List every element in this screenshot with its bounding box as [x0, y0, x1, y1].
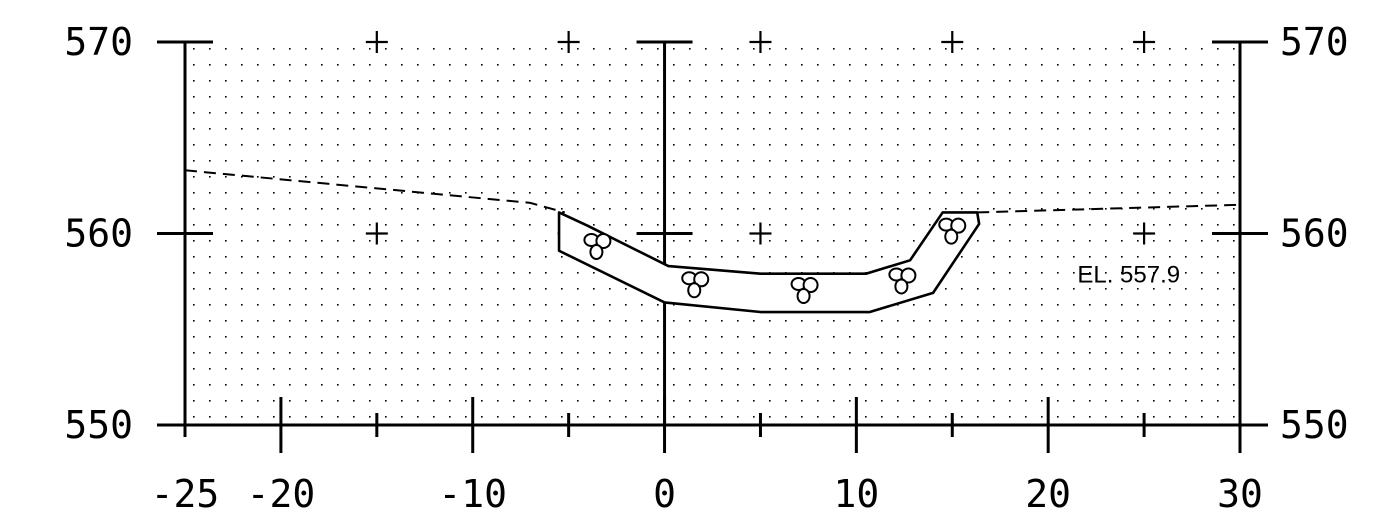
- x-tick-label: 20: [1025, 472, 1071, 516]
- ground-line-right: [977, 203, 1241, 214]
- grid-cross: [1133, 222, 1156, 245]
- grid-cross: [941, 31, 964, 53]
- rock: [900, 267, 917, 284]
- y-tick-label-left: 570: [64, 20, 133, 64]
- rock: [796, 288, 811, 305]
- rock: [894, 278, 909, 295]
- elevation-annotation: EL. 557.9: [1077, 262, 1180, 289]
- y-tick-label-right: 560: [1280, 212, 1349, 256]
- tick-labels: -25 -20 -10 0 10 20 30 550 550 560 560 570 570: [64, 20, 1348, 516]
- rock: [687, 282, 702, 299]
- rock: [595, 232, 612, 249]
- grid-cross: [365, 222, 388, 245]
- x-tick-label: 0: [653, 472, 676, 516]
- grid-cross: [749, 222, 772, 245]
- rock: [944, 228, 959, 245]
- y-tick-label-left: 550: [64, 403, 133, 447]
- riprap-layer-outline: [557, 211, 981, 314]
- y-tick-label-left: 560: [64, 212, 133, 256]
- y-tick-label-right: 570: [1280, 20, 1349, 64]
- grid-cross: [557, 31, 580, 53]
- x-tick-label: -20: [247, 472, 316, 516]
- rock: [693, 271, 710, 288]
- grid-cross: [749, 31, 772, 53]
- x-tick-label: -10: [438, 472, 507, 516]
- rock-cluster: [938, 217, 967, 245]
- grid-cross: [1133, 31, 1156, 53]
- x-tick-label: -25: [151, 472, 220, 516]
- rock: [589, 243, 604, 260]
- y-tick-label-right: 550: [1280, 403, 1349, 447]
- rock-cluster: [888, 267, 917, 295]
- rock: [802, 277, 819, 294]
- x-tick-label: 10: [833, 472, 879, 516]
- rock-cluster: [790, 277, 819, 305]
- ground-profile: [184, 169, 1241, 214]
- x-tick-label: 30: [1217, 472, 1263, 516]
- riprap-symbols: [583, 217, 967, 305]
- rock: [950, 217, 967, 234]
- riprap-channel: [557, 211, 981, 314]
- rock-cluster: [583, 232, 612, 260]
- ground-line-left: [184, 169, 566, 214]
- rock-cluster: [681, 271, 710, 299]
- grid-cross: [365, 31, 388, 53]
- chart-frame: [157, 40, 1268, 453]
